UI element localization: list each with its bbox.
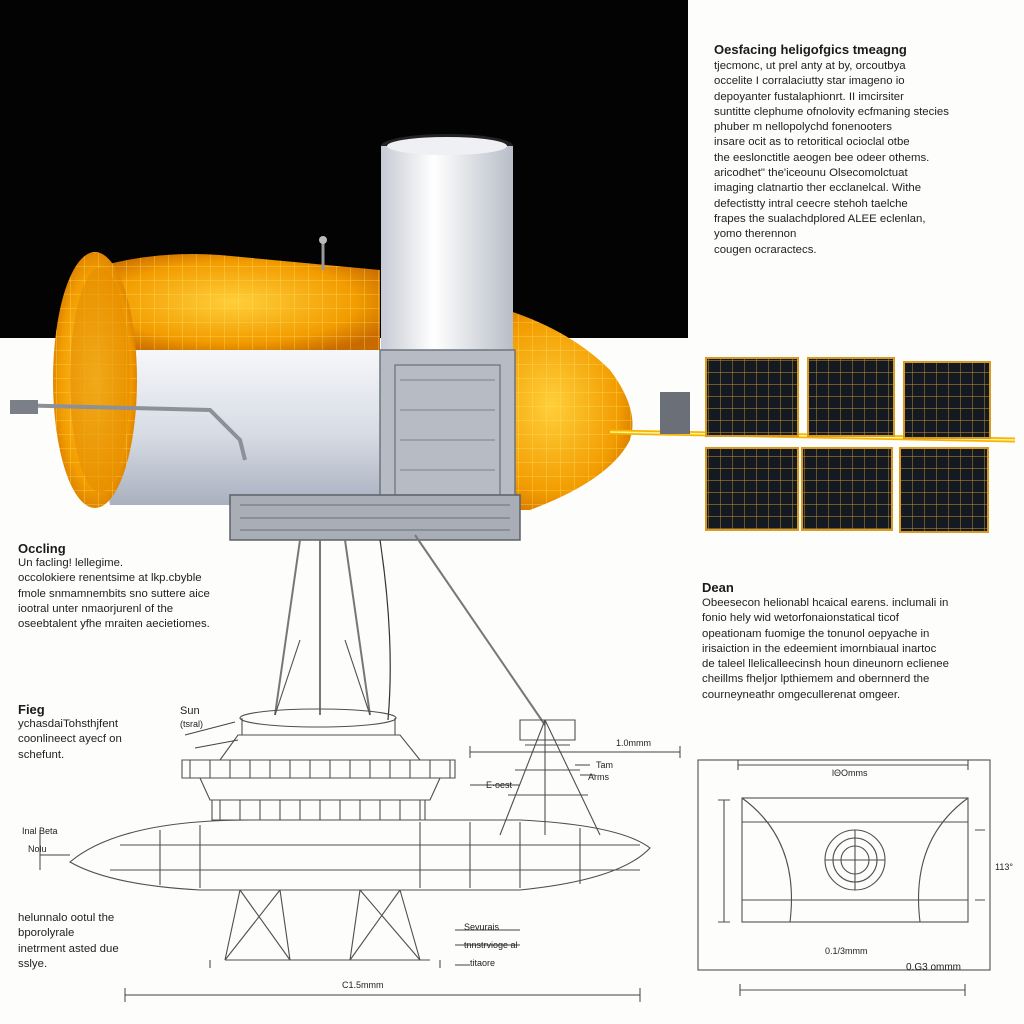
bottom-mid-label-c: titaore [470,958,496,968]
left-mid-body: Un facling! lellegime. occolokiere renen… [18,557,210,631]
left-fieg-title: Fieg [18,702,45,717]
left-bottom-body: helunnalo ootul the bporolyrale inetrmen… [18,912,119,970]
dim-right-top: lΘOmms [832,768,868,778]
sun-label: Sun [180,705,200,717]
dim-right-bottom: 0.1/3mmm [825,946,868,956]
dim-top-mid: 1.0mmm [616,738,652,748]
right-mid-body: Obeesecon helionabl hcaical earens. incl… [702,597,949,701]
top-right-body: tjecmonc, ut prel anty at by, orcoutbya … [714,60,949,256]
bottom-mid-label-a: Sevurais [464,922,500,932]
left-label-a: Inal Beta [22,826,58,836]
arms-label: Arms [588,772,609,782]
right-mid-title: Dean [702,580,734,595]
dim-bottom: C1.5mmm [342,980,384,990]
dim-right-low: 0.G3 ommm [906,962,962,973]
sun-sublabel: (tsral) [180,719,203,729]
tam-label: Tam [596,760,614,770]
left-label-b: Nolu [28,844,47,854]
left-mid-title: Occling [18,541,66,556]
leaf-label: E·oest [486,780,513,790]
dim-right-side: 113° [995,862,1013,872]
bottom-mid-label-b: tnnstrvioge al [464,940,518,950]
top-right-title: Oesfacing heligofgics tmeagng [714,42,907,57]
left-fieg-body: ychasdaiTohsthjfent coonlineect ayecf on… [18,718,122,761]
